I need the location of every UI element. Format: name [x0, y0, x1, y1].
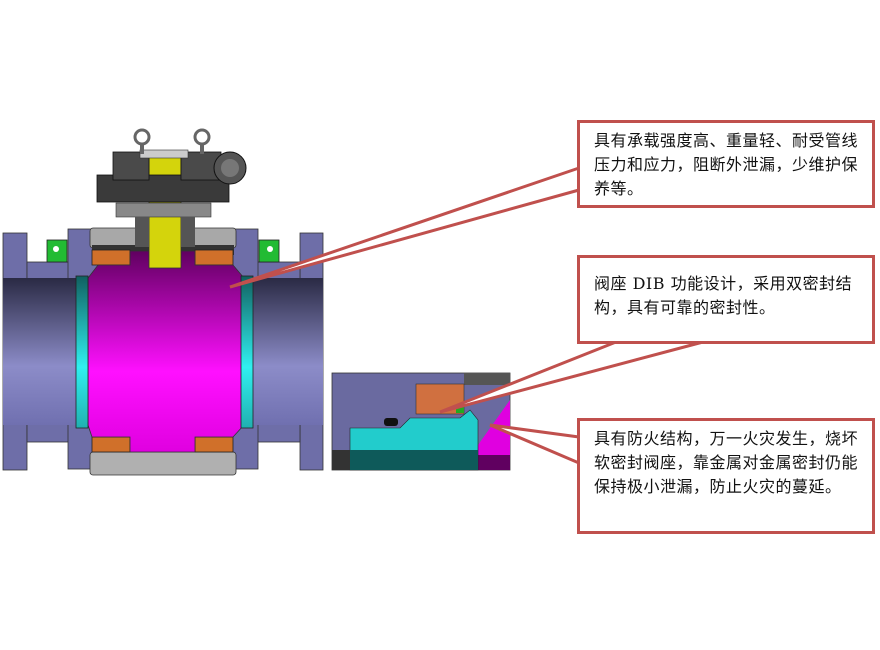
callout-box-fire-safe: 具有防火结构，万一火灾发生，烧坏软密封阀座，靠金属对金属密封仍能保持极小泄漏，防…	[577, 418, 875, 534]
callout-box-dib-seat: 阀座 DIB 功能设计，采用双密封结构，具有可靠的密封性。	[577, 255, 875, 344]
callout-3-pointer	[489, 423, 580, 465]
callout-2-pointer	[439, 340, 704, 414]
seal-block	[194, 249, 234, 266]
callout-1-pointer	[229, 166, 580, 289]
callout-pointers	[229, 166, 704, 465]
seal-block	[194, 436, 234, 453]
callout-text: 阀座 DIB 功能设计，采用双密封结构，具有可靠的密封性。	[594, 274, 853, 317]
right-seat	[240, 275, 254, 429]
callout-box-strength: 具有承载强度高、重量轻、耐受管线压力和应力，阻断外泄漏，少维护保养等。	[577, 120, 875, 208]
callout-text: 具有防火结构，万一火灾发生，烧坏软密封阀座，靠金属对金属密封仍能保持极小泄漏，防…	[594, 429, 859, 496]
main-valve-section	[2, 128, 324, 476]
lifting-eye	[133, 128, 151, 146]
seal-block	[91, 436, 131, 453]
callout-text: 具有承载强度高、重量轻、耐受管线压力和应力，阻断外泄漏，少维护保养等。	[594, 131, 859, 198]
bottom-trunnion	[89, 451, 237, 476]
seal-block	[91, 249, 131, 266]
left-seat	[75, 275, 89, 429]
seat-detail-inset	[331, 372, 511, 471]
lifting-eye	[193, 128, 211, 146]
ball	[87, 250, 245, 453]
